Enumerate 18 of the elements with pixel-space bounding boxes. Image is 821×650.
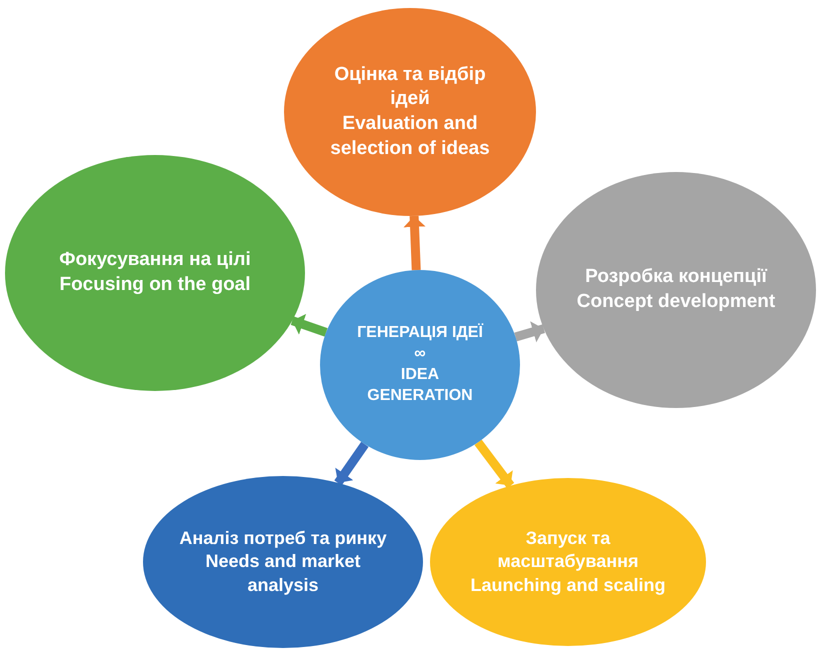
arrow	[334, 442, 369, 486]
arrow	[514, 321, 546, 342]
ellipse-text: Focusing on the goal	[59, 273, 251, 297]
ellipse-text: Оцінка та відбір ідей	[333, 62, 487, 112]
ellipse-text: Фокусування на цілі	[59, 248, 251, 272]
ellipse-text: Аналіз потреб та ринку	[179, 526, 387, 550]
arrow	[404, 216, 426, 270]
arrow	[474, 440, 514, 488]
ellipse-text: IDEA GENERATION	[366, 365, 474, 406]
ellipse-text: Launching and scaling	[470, 574, 666, 597]
ellipse-text: Evaluation and selection of ideas	[329, 112, 491, 161]
arrow	[290, 314, 328, 337]
ellipse-text: Concept development	[576, 290, 776, 314]
ellipse-text: Запуск та масштабування	[496, 526, 640, 574]
ellipse-text: Needs and market analysis	[204, 550, 362, 597]
ellipse-text: ГЕНЕРАЦІЯ ІДЕЇ	[357, 323, 483, 344]
ellipse-text: ∞	[414, 344, 426, 364]
ellipse-text: Розробка концепції	[585, 265, 767, 290]
